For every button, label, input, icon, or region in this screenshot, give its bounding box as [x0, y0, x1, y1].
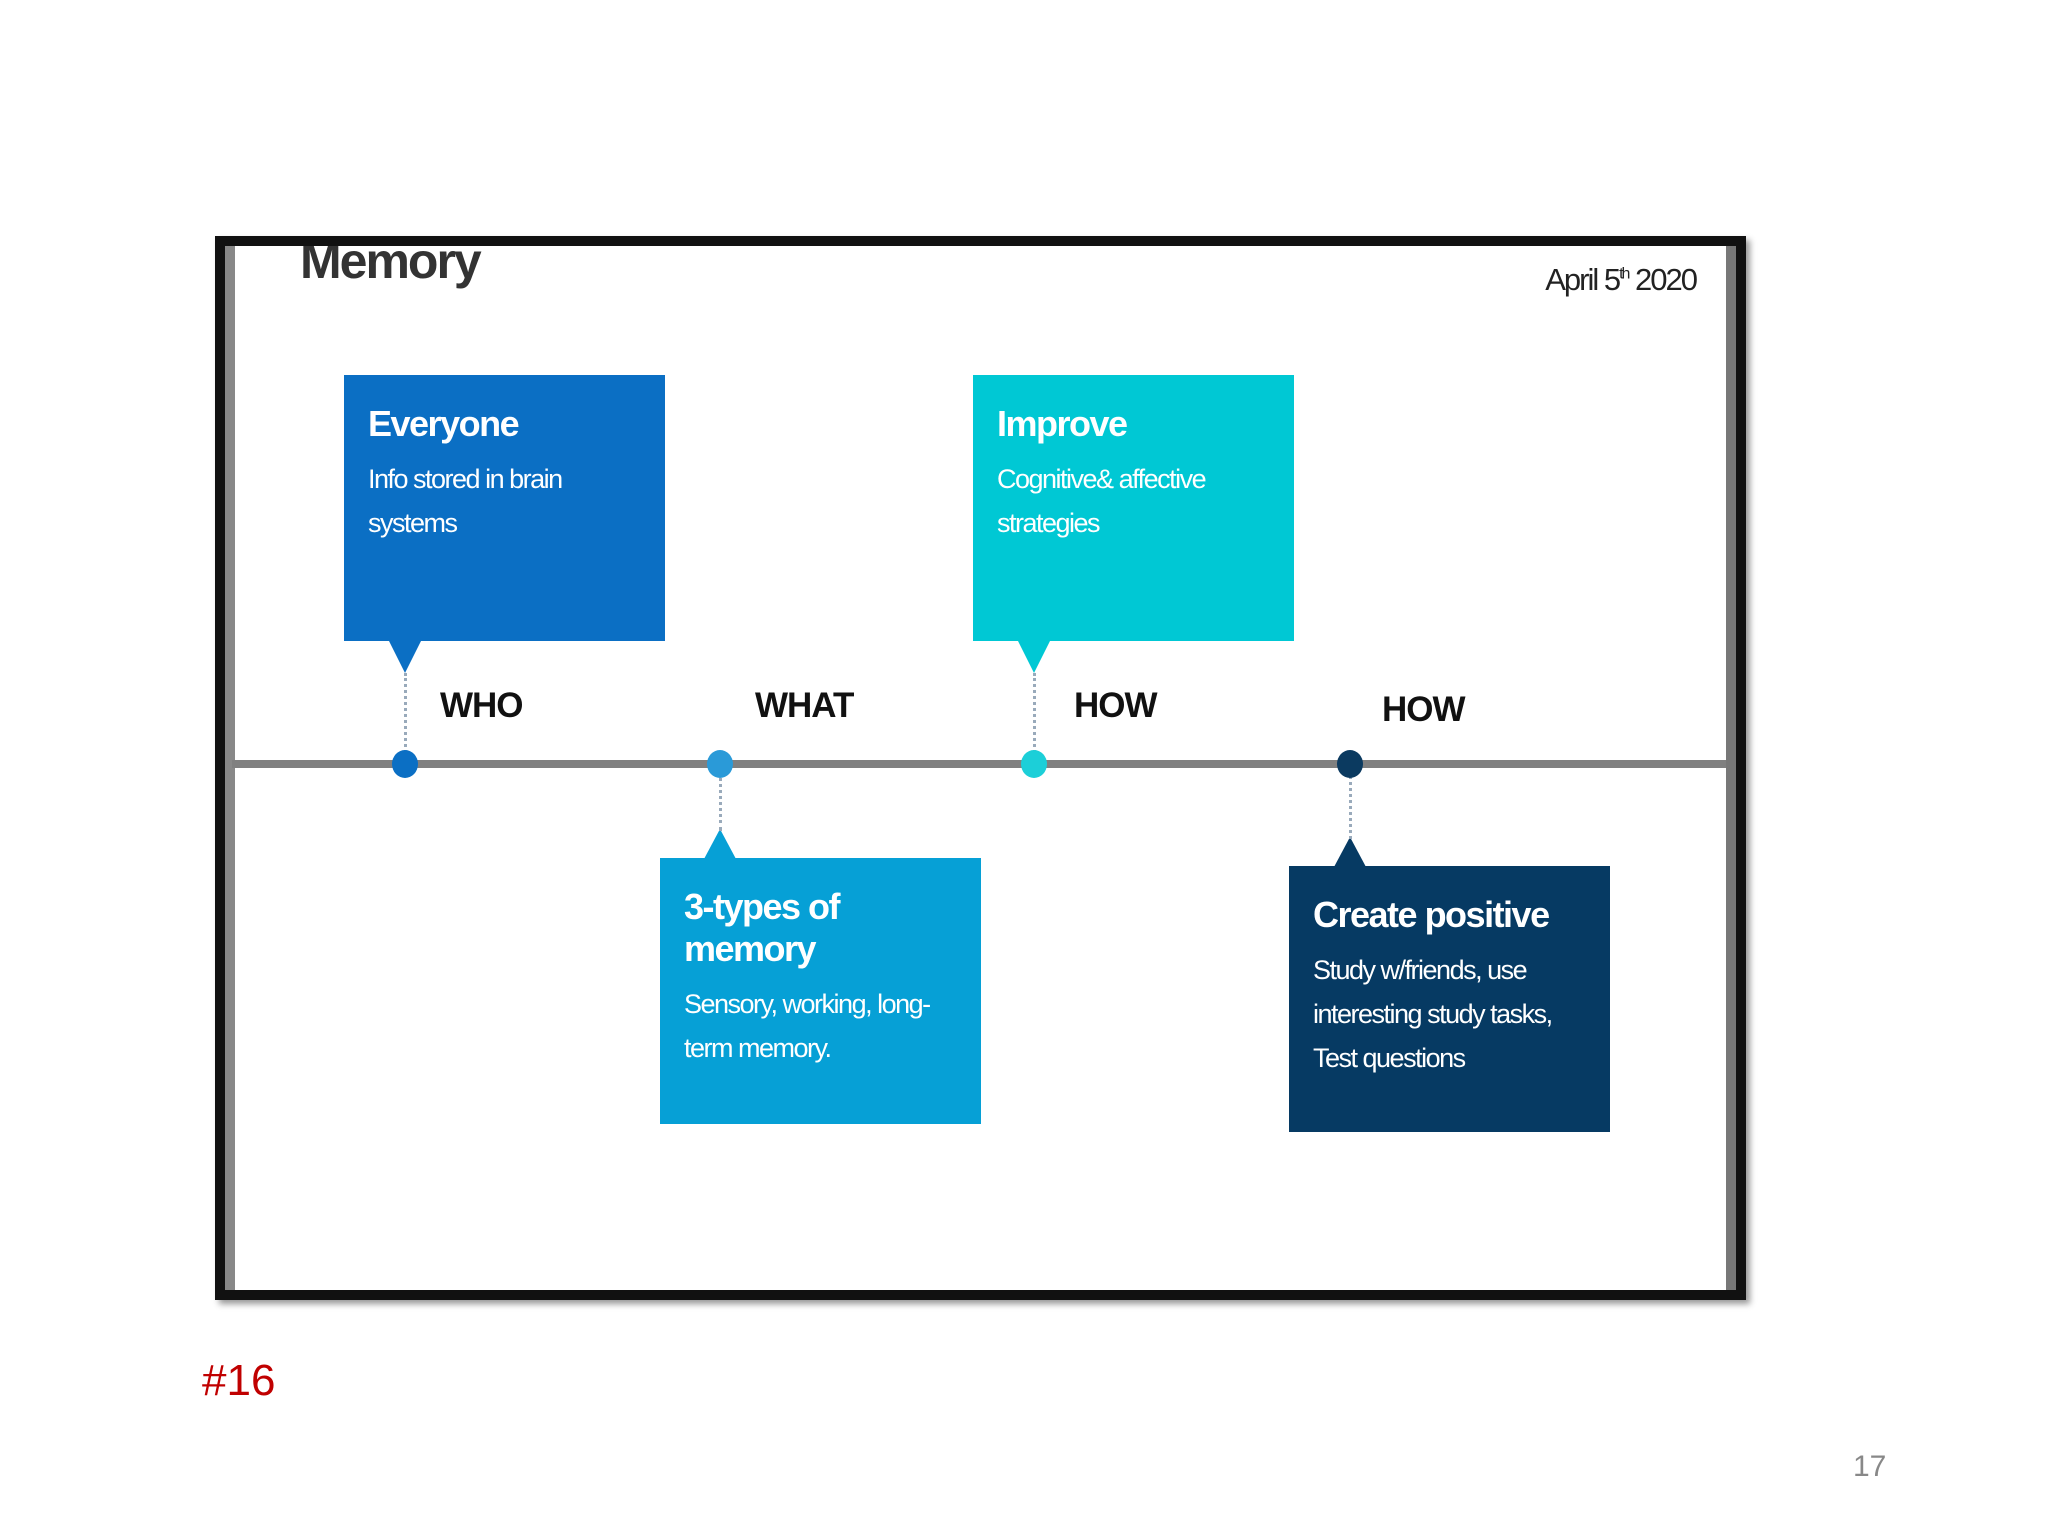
milestone-title: 3-types of memory	[684, 886, 841, 969]
box-pointer	[704, 829, 736, 859]
milestone-label-how: HOW	[1382, 690, 1466, 729]
diagram-title: Memory	[300, 236, 482, 289]
dotted-connector	[1033, 673, 1036, 753]
milestone-box-3-types: 3-types of memory Sensory, working, long…	[660, 858, 981, 1124]
timeline-dot	[392, 750, 418, 778]
timeline-dot	[1337, 750, 1363, 778]
timeline-axis	[232, 760, 1726, 768]
milestone-label-how: HOW	[1074, 686, 1158, 725]
page-number: 17	[1853, 1450, 1887, 1483]
milestone-title: Everyone	[368, 403, 520, 444]
milestone-title: Create positive	[1313, 894, 1550, 935]
dotted-connector	[404, 673, 407, 753]
timeline-image-frame: Memory April 5th 2020 Everyone Info stor…	[215, 236, 1746, 1300]
box-pointer	[389, 641, 421, 673]
milestone-label-what: WHAT	[755, 686, 854, 725]
milestone-label-who: WHO	[440, 686, 524, 725]
box-pointer	[1334, 837, 1366, 867]
timeline-dot	[707, 750, 733, 778]
milestone-body: Sensory, working, long-term memory.	[684, 989, 931, 1063]
timeline-dot	[1021, 750, 1047, 778]
box-pointer	[1018, 641, 1050, 673]
slide-label: #16	[202, 1356, 276, 1405]
dotted-connector	[1349, 771, 1352, 839]
milestone-title: Improve	[997, 403, 1128, 444]
diagram-date: April 5th 2020	[1545, 262, 1698, 297]
dotted-connector	[719, 771, 722, 831]
